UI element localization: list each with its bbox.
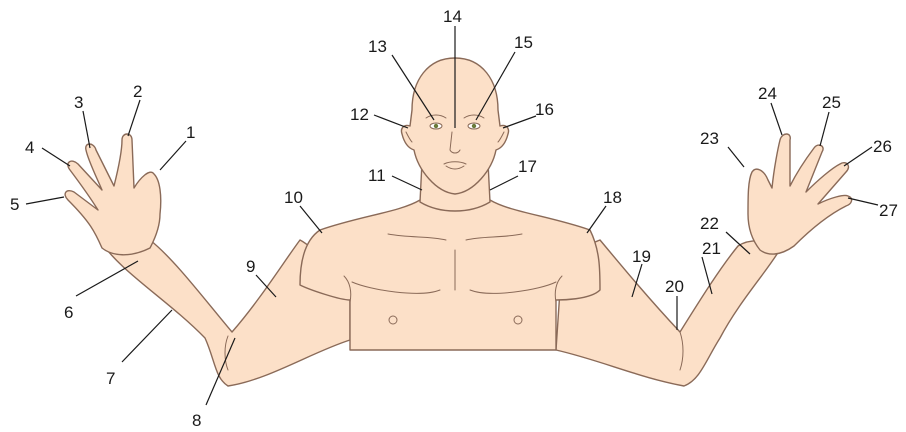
callout-18: 18 (587, 188, 622, 233)
callout-17: 17 (490, 157, 537, 190)
callout-4: 4 (25, 138, 70, 166)
callout-23: 23 (700, 129, 744, 167)
callout-label-17: 17 (518, 157, 537, 176)
callout-24: 24 (758, 84, 782, 135)
callout-11: 11 (368, 166, 422, 190)
callout-3: 3 (74, 93, 90, 148)
callout-label-20: 20 (665, 277, 684, 296)
callout-label-14: 14 (443, 7, 462, 26)
callout-label-7: 7 (106, 369, 115, 388)
callout-label-26: 26 (873, 137, 892, 156)
callout-label-10: 10 (284, 188, 303, 207)
callout-label-25: 25 (822, 93, 841, 112)
callout-label-22: 22 (700, 214, 719, 233)
callout-1: 1 (160, 123, 195, 170)
callout-label-8: 8 (192, 411, 201, 430)
callout-label-1: 1 (186, 123, 195, 142)
callout-label-18: 18 (603, 188, 622, 207)
left-iris (434, 124, 438, 128)
callout-label-21: 21 (702, 239, 721, 258)
callout-label-16: 16 (535, 100, 554, 119)
callout-label-2: 2 (133, 82, 142, 101)
callout-label-4: 4 (25, 138, 34, 157)
right-iris (472, 124, 476, 128)
callout-12: 12 (350, 105, 408, 128)
callout-label-23: 23 (700, 129, 719, 148)
callout-label-15: 15 (514, 33, 533, 52)
figure-illustration (65, 58, 852, 386)
callout-label-24: 24 (758, 84, 777, 103)
callout-16: 16 (503, 100, 554, 128)
callout-label-9: 9 (246, 257, 255, 276)
callout-26: 26 (844, 137, 892, 166)
callout-7: 7 (106, 310, 172, 388)
callout-label-27: 27 (879, 201, 898, 220)
callout-label-12: 12 (350, 105, 369, 124)
callout-label-13: 13 (368, 37, 387, 56)
callout-label-5: 5 (10, 195, 19, 214)
left-hand (65, 134, 161, 255)
callout-10: 10 (284, 188, 322, 233)
callout-label-6: 6 (64, 303, 73, 322)
callout-label-3: 3 (74, 93, 83, 112)
callout-27: 27 (848, 198, 898, 220)
right-hand (748, 134, 852, 254)
callout-label-11: 11 (368, 166, 386, 185)
callout-label-19: 19 (632, 247, 651, 266)
callout-2: 2 (128, 82, 142, 136)
callout-5: 5 (10, 195, 64, 214)
callout-25: 25 (820, 93, 841, 146)
